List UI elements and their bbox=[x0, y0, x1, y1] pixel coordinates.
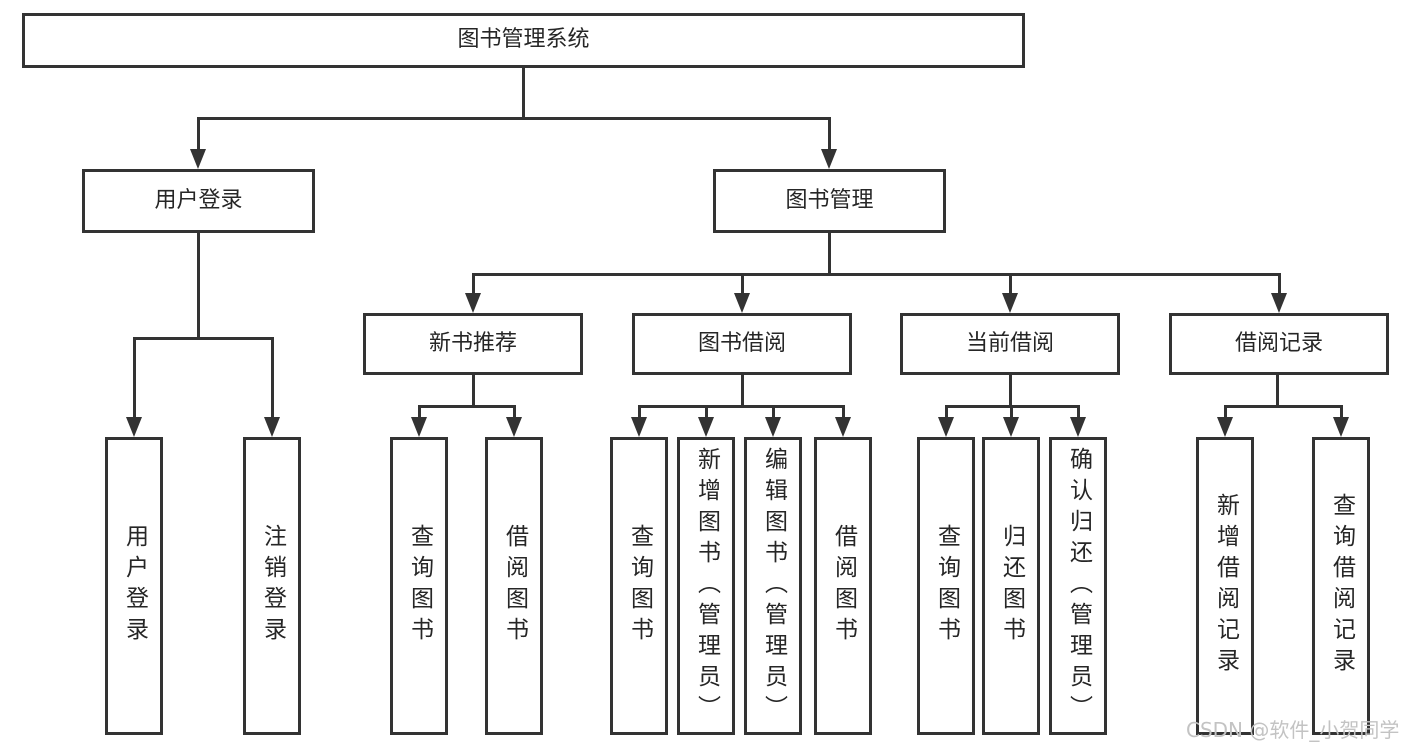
arrowhead-leaf-logout bbox=[264, 417, 280, 437]
arrowhead-borrow-records bbox=[1271, 293, 1287, 313]
node-book-borrow: 图书借阅 bbox=[632, 313, 852, 375]
arrowhead-br-leaf2 bbox=[1333, 417, 1349, 437]
node-borrow-records-label: 借阅记录 bbox=[1234, 330, 1323, 356]
edge-bb-leaf4-stem bbox=[842, 405, 845, 419]
node-leaf-bb-borrow-book-label: 借阅图书 bbox=[830, 524, 857, 648]
node-leaf-user-login-label: 用户登录 bbox=[121, 524, 148, 648]
edge-root-stem bbox=[522, 68, 525, 117]
edge-user-login-hbar bbox=[133, 337, 274, 340]
node-leaf-logout-label: 注销登录 bbox=[259, 524, 286, 648]
node-leaf-nb-borrow-book-label: 借阅图书 bbox=[501, 524, 528, 648]
node-current-borrow-label: 当前借阅 bbox=[965, 330, 1054, 356]
node-leaf-cb-confirm-return-admin-label: 确认归还（管理员） bbox=[1065, 446, 1092, 726]
node-leaf-nb-borrow-book: 借阅图书 bbox=[485, 437, 543, 735]
arrowhead-current-borrow bbox=[1002, 293, 1018, 313]
node-leaf-br-add-record: 新增借阅记录 bbox=[1196, 437, 1254, 735]
edge-cb-leaf3-stem bbox=[1077, 405, 1080, 419]
node-leaf-cb-return-book-label: 归还图书 bbox=[998, 524, 1025, 648]
node-new-book-rec-label: 新书推荐 bbox=[428, 330, 517, 356]
node-new-book-rec: 新书推荐 bbox=[363, 313, 583, 375]
arrowhead-cb-leaf3 bbox=[1070, 417, 1086, 437]
node-leaf-user-login: 用户登录 bbox=[105, 437, 163, 735]
arrowhead-leaf-login bbox=[126, 417, 142, 437]
node-book-mgmt-label: 图书管理 bbox=[785, 187, 874, 213]
node-leaf-br-query-record-label: 查询借阅记录 bbox=[1328, 493, 1355, 679]
edge-book-borrow-down bbox=[741, 375, 744, 405]
edge-new-book-down bbox=[472, 375, 475, 405]
node-leaf-bb-add-book-admin: 新增图书（管理员） bbox=[677, 437, 735, 735]
edge-root-hbar bbox=[197, 117, 831, 120]
node-book-mgmt: 图书管理 bbox=[713, 169, 946, 233]
node-leaf-bb-edit-book-admin: 编辑图书（管理员） bbox=[744, 437, 802, 735]
node-book-borrow-label: 图书借阅 bbox=[697, 330, 786, 356]
arrowhead-new-book bbox=[465, 293, 481, 313]
arrowhead-bb-leaf3 bbox=[765, 417, 781, 437]
node-leaf-logout: 注销登录 bbox=[243, 437, 301, 735]
node-leaf-cb-query-book: 查询图书 bbox=[917, 437, 975, 735]
arrowhead-user-login bbox=[190, 149, 206, 169]
arrowhead-bb-leaf1 bbox=[631, 417, 647, 437]
node-leaf-cb-return-book: 归还图书 bbox=[982, 437, 1040, 735]
edge-borrow-records-hbar bbox=[1224, 405, 1342, 408]
edge-br-leaf1-stem bbox=[1224, 405, 1227, 419]
edge-nb-leaf2-stem bbox=[513, 405, 516, 419]
edge-borrow-records-down bbox=[1276, 375, 1279, 405]
node-current-borrow: 当前借阅 bbox=[900, 313, 1120, 375]
arrowhead-cb-leaf1 bbox=[938, 417, 954, 437]
arrowhead-bb-leaf2 bbox=[698, 417, 714, 437]
edge-to-book-mgmt-stem bbox=[828, 117, 831, 151]
edge-user-login-stem bbox=[197, 233, 200, 337]
edge-book-mgmt-hbar bbox=[472, 273, 1280, 276]
edge-bb-leaf3-stem bbox=[772, 405, 775, 419]
arrowhead-cb-leaf2 bbox=[1003, 417, 1019, 437]
node-leaf-nb-query-book: 查询图书 bbox=[390, 437, 448, 735]
arrowhead-br-leaf1 bbox=[1217, 417, 1233, 437]
node-leaf-br-add-record-label: 新增借阅记录 bbox=[1212, 493, 1239, 679]
arrowhead-book-borrow bbox=[734, 293, 750, 313]
edge-book-borrow-hbar bbox=[638, 405, 844, 408]
edge-leaf-login-stem bbox=[133, 337, 136, 418]
edge-bb-leaf2-stem bbox=[705, 405, 708, 419]
node-leaf-bb-edit-book-admin-label: 编辑图书（管理员） bbox=[760, 446, 787, 726]
edge-book-borrow-stem bbox=[741, 273, 744, 295]
node-leaf-bb-query-book-label: 查询图书 bbox=[626, 524, 653, 648]
node-root: 图书管理系统 bbox=[22, 13, 1025, 68]
edge-current-borrow-stem bbox=[1009, 273, 1012, 295]
node-leaf-bb-query-book: 查询图书 bbox=[610, 437, 668, 735]
arrowhead-nb-leaf1 bbox=[411, 417, 427, 437]
node-leaf-cb-query-book-label: 查询图书 bbox=[933, 524, 960, 648]
node-leaf-nb-query-book-label: 查询图书 bbox=[406, 524, 433, 648]
edge-leaf-logout-stem bbox=[271, 337, 274, 418]
edge-nb-leaf1-stem bbox=[418, 405, 421, 419]
arrowhead-nb-leaf2 bbox=[506, 417, 522, 437]
edge-br-leaf2-stem bbox=[1340, 405, 1343, 419]
node-leaf-bb-add-book-admin-label: 新增图书（管理员） bbox=[693, 446, 720, 726]
node-user-login: 用户登录 bbox=[82, 169, 315, 233]
edge-book-mgmt-stem bbox=[828, 233, 831, 273]
edge-to-user-login-stem bbox=[197, 117, 200, 151]
edge-new-book-stem bbox=[472, 273, 475, 295]
edge-borrow-records-stem bbox=[1278, 273, 1281, 295]
node-root-label: 图书管理系统 bbox=[457, 27, 590, 53]
arrowhead-bb-leaf4 bbox=[835, 417, 851, 437]
edge-new-book-hbar bbox=[418, 405, 516, 408]
node-leaf-cb-confirm-return-admin: 确认归还（管理员） bbox=[1049, 437, 1107, 735]
node-leaf-br-query-record: 查询借阅记录 bbox=[1312, 437, 1370, 735]
node-user-login-label: 用户登录 bbox=[154, 187, 243, 213]
node-leaf-bb-borrow-book: 借阅图书 bbox=[814, 437, 872, 735]
watermark: CSDN @软件_小贺同学 bbox=[1186, 718, 1400, 742]
edge-cb-leaf2-stem bbox=[1010, 405, 1013, 419]
node-borrow-records: 借阅记录 bbox=[1169, 313, 1389, 375]
arrowhead-book-mgmt bbox=[821, 149, 837, 169]
edge-current-borrow-down bbox=[1009, 375, 1012, 405]
edge-bb-leaf1-stem bbox=[638, 405, 641, 419]
edge-cb-leaf1-stem bbox=[945, 405, 948, 419]
